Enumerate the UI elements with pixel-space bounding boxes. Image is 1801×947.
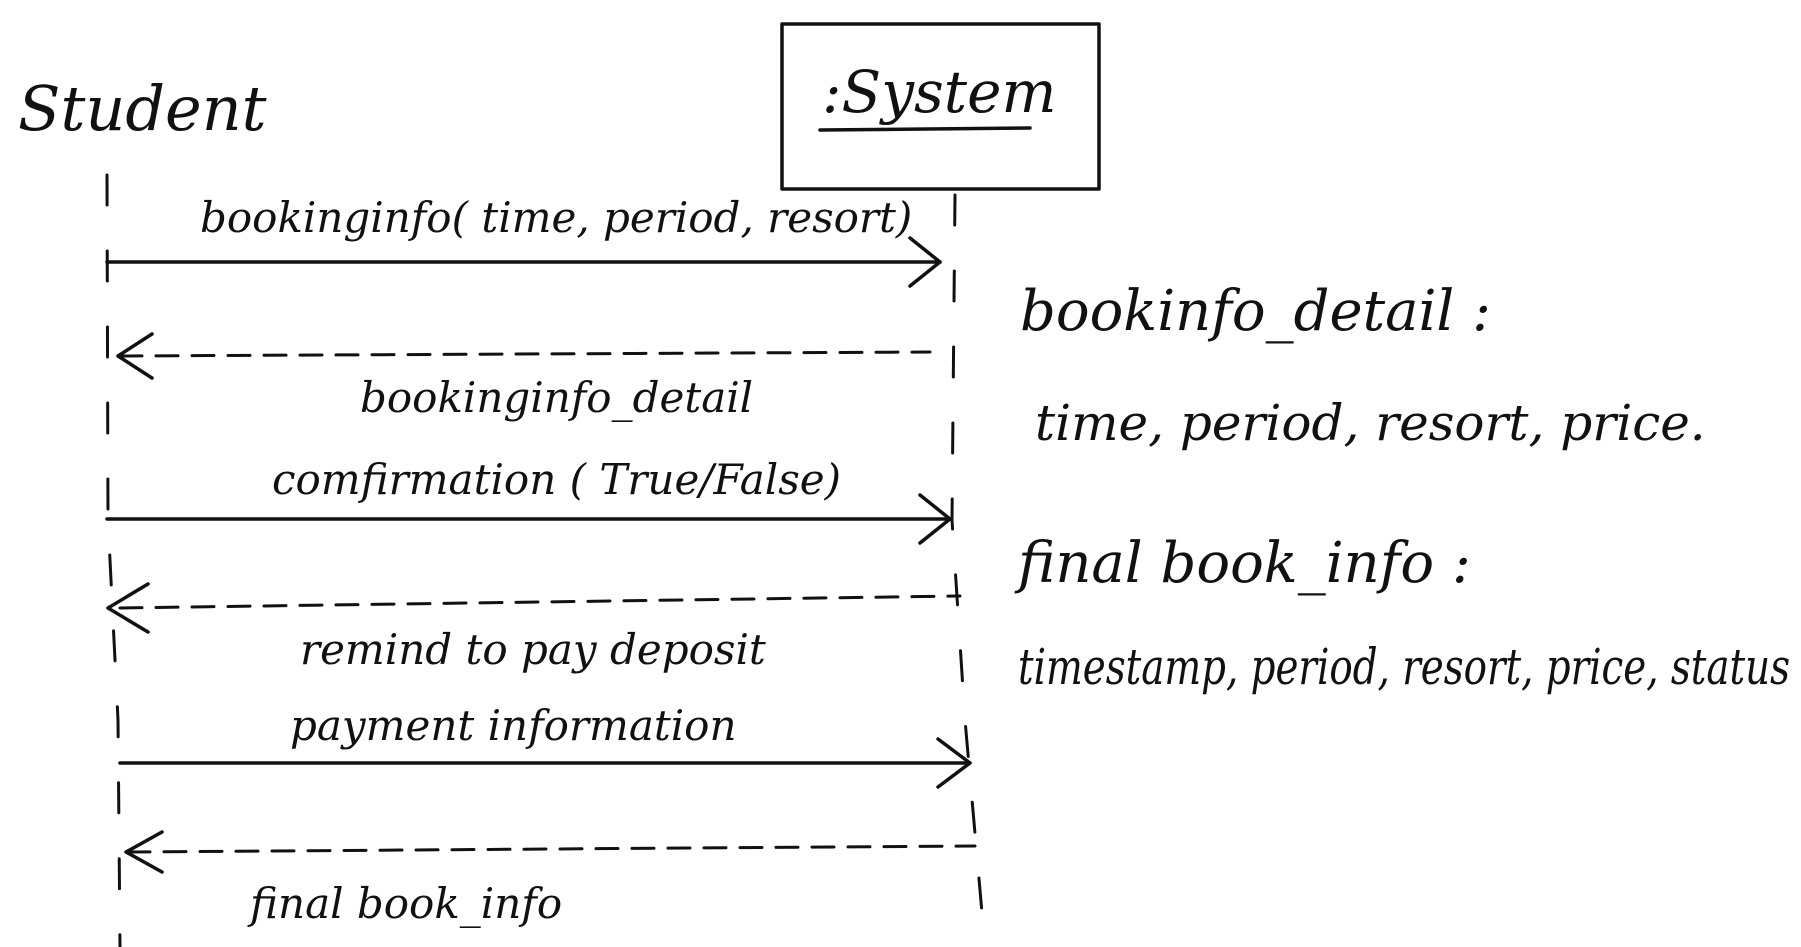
- message-label-2: bookinginfo_detail: [360, 373, 753, 422]
- arrowhead-4: [106, 582, 150, 634]
- system-participant-box: [780, 22, 1101, 191]
- note-title-1: bookinfo_detail :: [1020, 279, 1491, 344]
- message-label-5: payment information: [290, 701, 737, 750]
- system-participant-label: :System: [822, 58, 1056, 126]
- student-lifeline: [105, 173, 122, 947]
- arrowhead-2: [116, 332, 154, 380]
- arrowhead-3: [918, 493, 952, 545]
- note-body-2: timestamp, period, resort, price, status: [1018, 638, 1790, 696]
- arrowhead-6: [124, 830, 164, 874]
- message-label-6: final book_info: [247, 879, 562, 928]
- message-label-3: comfirmation ( True/False): [272, 455, 841, 504]
- arrowhead-1: [908, 236, 942, 288]
- system-lifeline: [950, 193, 987, 947]
- system-label-underline: [818, 126, 1032, 132]
- message-arrow-4: [118, 594, 962, 610]
- note-title-2: final book_info :: [1014, 531, 1471, 596]
- message-label-1: bookinginfo( time, period, resort): [200, 193, 912, 242]
- arrowhead-5: [936, 737, 972, 789]
- note-body-1: time, period, resort, price.: [1035, 394, 1706, 452]
- message-arrow-6: [126, 844, 977, 854]
- message-arrow-2: [118, 350, 932, 358]
- message-label-4: remind to pay deposit: [300, 625, 766, 674]
- actor-student-label: Student: [18, 72, 267, 145]
